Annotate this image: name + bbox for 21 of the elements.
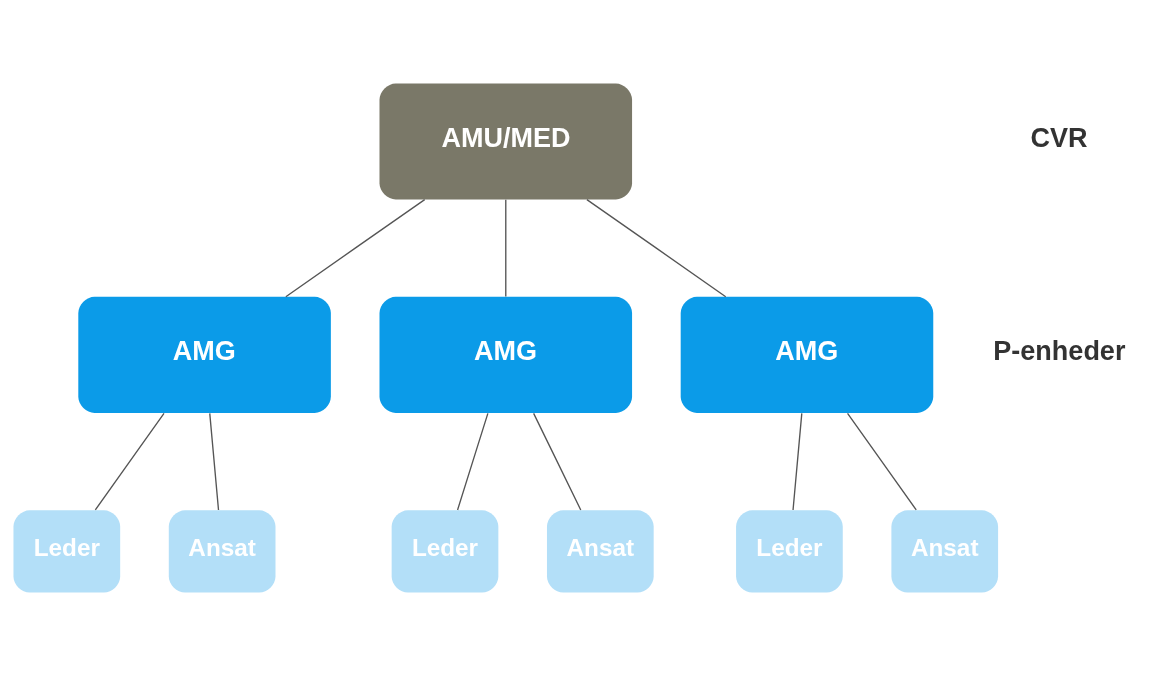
node-box: AMU/MED bbox=[379, 82, 633, 200]
connector bbox=[209, 412, 220, 511]
node-box: Ansat bbox=[168, 509, 276, 593]
node-box: AMG bbox=[379, 296, 633, 413]
connector bbox=[505, 198, 507, 297]
connector bbox=[94, 412, 165, 511]
connector bbox=[586, 198, 727, 297]
connector bbox=[532, 412, 582, 511]
connector bbox=[846, 412, 917, 511]
connector bbox=[456, 412, 489, 511]
label: CVR bbox=[1030, 122, 1088, 153]
label: P-enheder bbox=[993, 335, 1126, 366]
connector bbox=[285, 198, 426, 297]
node-box: Leder bbox=[391, 509, 499, 593]
node-box: Ansat bbox=[891, 509, 999, 593]
connector bbox=[792, 412, 803, 511]
node-box: Leder bbox=[736, 509, 843, 593]
node-box: Ansat bbox=[546, 509, 654, 593]
node-box: Leder bbox=[13, 509, 121, 593]
node-box: AMG bbox=[680, 296, 934, 413]
node-box: AMG bbox=[78, 296, 331, 413]
